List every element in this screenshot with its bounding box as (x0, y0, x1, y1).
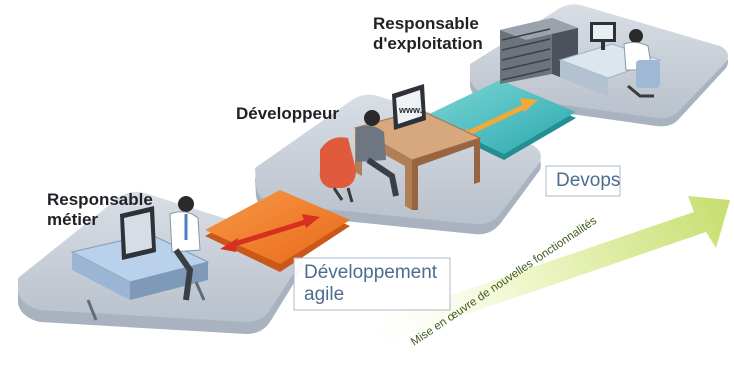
screen-text: www. (398, 105, 422, 115)
devops-arrow (456, 101, 532, 141)
server-rack-icon (500, 18, 578, 84)
developer-workstation: www. (319, 84, 482, 210)
operations-role-line-1: Responsable (373, 14, 479, 33)
operations-workstation (558, 22, 662, 98)
operations-role-line-2: d'exploitation (373, 34, 483, 53)
agile-connector (205, 190, 350, 272)
agile-arrowhead-left (220, 238, 238, 252)
devops-label-box (545, 165, 621, 197)
operations-role-label: Responsable d'exploitation (373, 14, 483, 54)
devops-process-label: Devops (556, 170, 621, 191)
developer-person-icon (364, 110, 380, 126)
agile-process-line-1: Développement (304, 262, 438, 283)
business-workstation (70, 196, 210, 321)
devops-arrowhead-right (520, 98, 538, 112)
developer-role-label: Développeur (236, 104, 339, 123)
progress-arrow (372, 196, 730, 352)
agile-arrow (227, 217, 313, 249)
agile-label-box (293, 257, 451, 311)
business-role-line-2: métier (47, 210, 99, 229)
business-person-icon (178, 196, 194, 212)
agile-process-label: Développement agile (304, 262, 437, 306)
business-role-label: Responsable métier (47, 190, 153, 230)
agile-process-line-2: agile (304, 284, 345, 305)
agile-arrowhead-right (302, 214, 320, 228)
business-role-line-1: Responsable (47, 190, 153, 209)
operations-person-icon (629, 29, 643, 43)
